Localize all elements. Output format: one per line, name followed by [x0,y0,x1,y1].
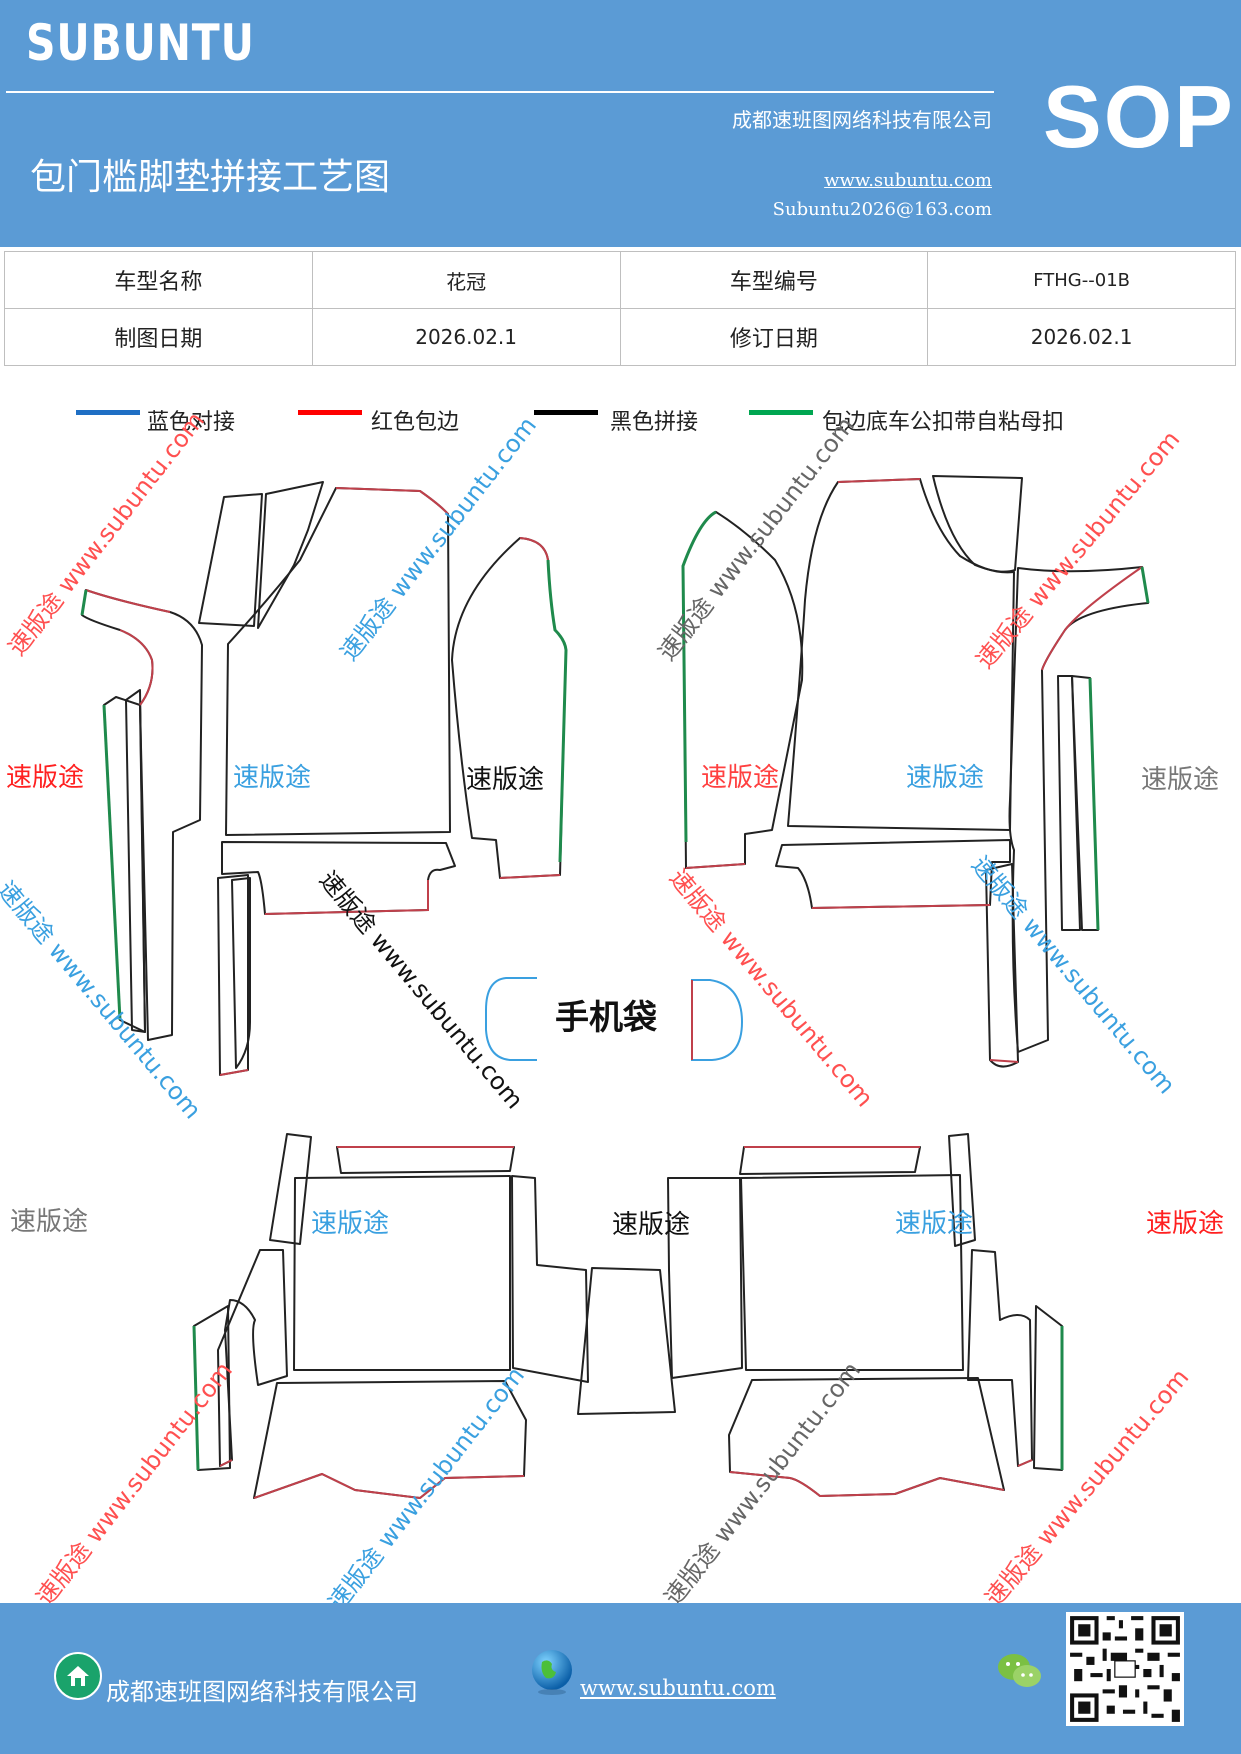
piece-tl-a-pillar-2 [257,481,324,629]
piece-br-right-strip [1033,1305,1063,1471]
legend-label-blue: 蓝色对接 [147,410,236,435]
qr-code-pattern [1066,1612,1184,1726]
piece-br-bar [739,1146,921,1175]
edge-red-8 [1041,566,1143,671]
piece-label: 速版途 [466,765,545,795]
piece-bl-right [511,1175,589,1383]
legend-label-green: 包边底车公扣带自粘母扣 [822,410,1065,435]
edge-red-14 [729,1471,1005,1498]
legend-label-black: 黑色拼接 [610,410,699,435]
piece-tr-floor [775,839,1011,909]
piece-tr-a-pillar [932,475,1023,573]
label-draw-date: 制图日期 [4,308,313,366]
value-model-name: 花冠 [311,251,621,309]
edge-red-10 [685,863,746,869]
piece-bl-main [293,1175,511,1371]
edge-red-1 [335,487,449,515]
edge-red-18 [989,1059,1019,1063]
piece-label: 速版途 [1146,1209,1225,1239]
page-title: 包门槛脚垫拼接工艺图 [30,157,391,198]
value-model-code: FTHG--01B [927,251,1236,309]
piece-bl-left-arm [217,1249,288,1467]
piece-tl-sill-lower-2 [231,877,251,1069]
phone-bag-left [485,977,537,1061]
edge-red-16 [1017,1459,1033,1467]
piece-center-tunnel [577,1267,676,1415]
edge-red-13 [253,1472,525,1500]
header-bar [0,0,1241,247]
piece-label: 速版途 [10,1207,89,1237]
sop-label: SOP [1043,67,1235,166]
piece-label: 速版途 [895,1209,974,1239]
edge-green-3 [80,589,88,616]
piece-tl-sill-strip-2 [125,689,146,1033]
edge-red-3 [85,589,171,613]
edge-green-2 [102,704,122,1021]
edge-green-5 [1140,566,1150,604]
piece-label: 速版途 [1141,765,1220,795]
piece-label: 速版途 [701,763,780,793]
footer-website-link[interactable]: www.subuntu.com [580,1676,776,1700]
edge-red-6 [499,874,561,879]
info-table: 车型名称 花冠 车型编号 FTHG--01B 制图日期 2026.02.1 修订… [4,251,1236,366]
piece-bl-a-pillar [269,1133,312,1245]
edge-green-6 [1088,677,1100,931]
piece-br-main [740,1174,964,1371]
edge-red-2 [519,537,549,561]
value-draw-date: 2026.02.1 [311,308,621,366]
phone-bag-right [691,979,744,1061]
piece-tr-sill-lower [985,863,1019,1068]
piece-label: 速版途 [906,763,985,793]
legend-swatch-red [298,410,362,415]
piece-br-right-arm [967,1249,1033,1467]
wechat-icon[interactable] [996,1651,1044,1693]
qr-code [1066,1612,1184,1726]
info-row: 车型名称 花冠 车型编号 FTHG--01B [4,251,1236,309]
home-icon [54,1652,102,1700]
phone-bag-label: 手机袋 [555,998,657,1038]
label-model-name: 车型名称 [4,251,313,309]
piece-tr-main [787,478,1015,831]
edge-green-1 [546,559,568,863]
legend-swatch-green [749,410,813,415]
globe-icon [532,1650,572,1695]
piece-br-left [667,1177,743,1379]
info-row: 制图日期 2026.02.1 修订日期 2026.02.1 [4,308,1236,366]
edge-red-7 [837,478,921,483]
edge-red-15 [219,1459,233,1467]
value-revise-date: 2026.02.1 [927,308,1236,366]
header-website-link[interactable]: www.subuntu.com [824,170,992,191]
piece-br-a-pillar [948,1133,976,1247]
header-company: 成都速班图网络科技有限公司 [732,108,992,132]
edge-green-7 [192,1325,200,1471]
piece-label: 速版途 [233,763,312,793]
piece-bl-bar [336,1146,515,1174]
label-revise-date: 修订日期 [619,308,929,366]
legend-swatch-black [534,410,598,415]
footer-company: 成都速班图网络科技有限公司 [106,1678,418,1706]
header-email[interactable]: Subuntu2026@163.com [772,199,992,220]
edge-red-5 [264,880,429,915]
piece-label: 速版途 [311,1209,390,1239]
piece-label: 速版途 [6,763,85,793]
edge-red-17 [219,1069,249,1076]
brand-logo: SUBUNTU [26,14,255,72]
piece-tr-sill-strip-2 [1057,675,1081,931]
edge-green-4 [681,510,717,843]
edge-red-4 [119,629,154,706]
piece-tl-a-pillar [198,493,263,627]
legend-swatch-blue [76,410,140,415]
header-divider [6,91,994,93]
label-model-code: 车型编号 [619,251,929,309]
legend-label-red: 红色包边 [371,410,460,435]
edge-red-9 [811,904,991,909]
piece-label: 速版途 [612,1210,691,1240]
